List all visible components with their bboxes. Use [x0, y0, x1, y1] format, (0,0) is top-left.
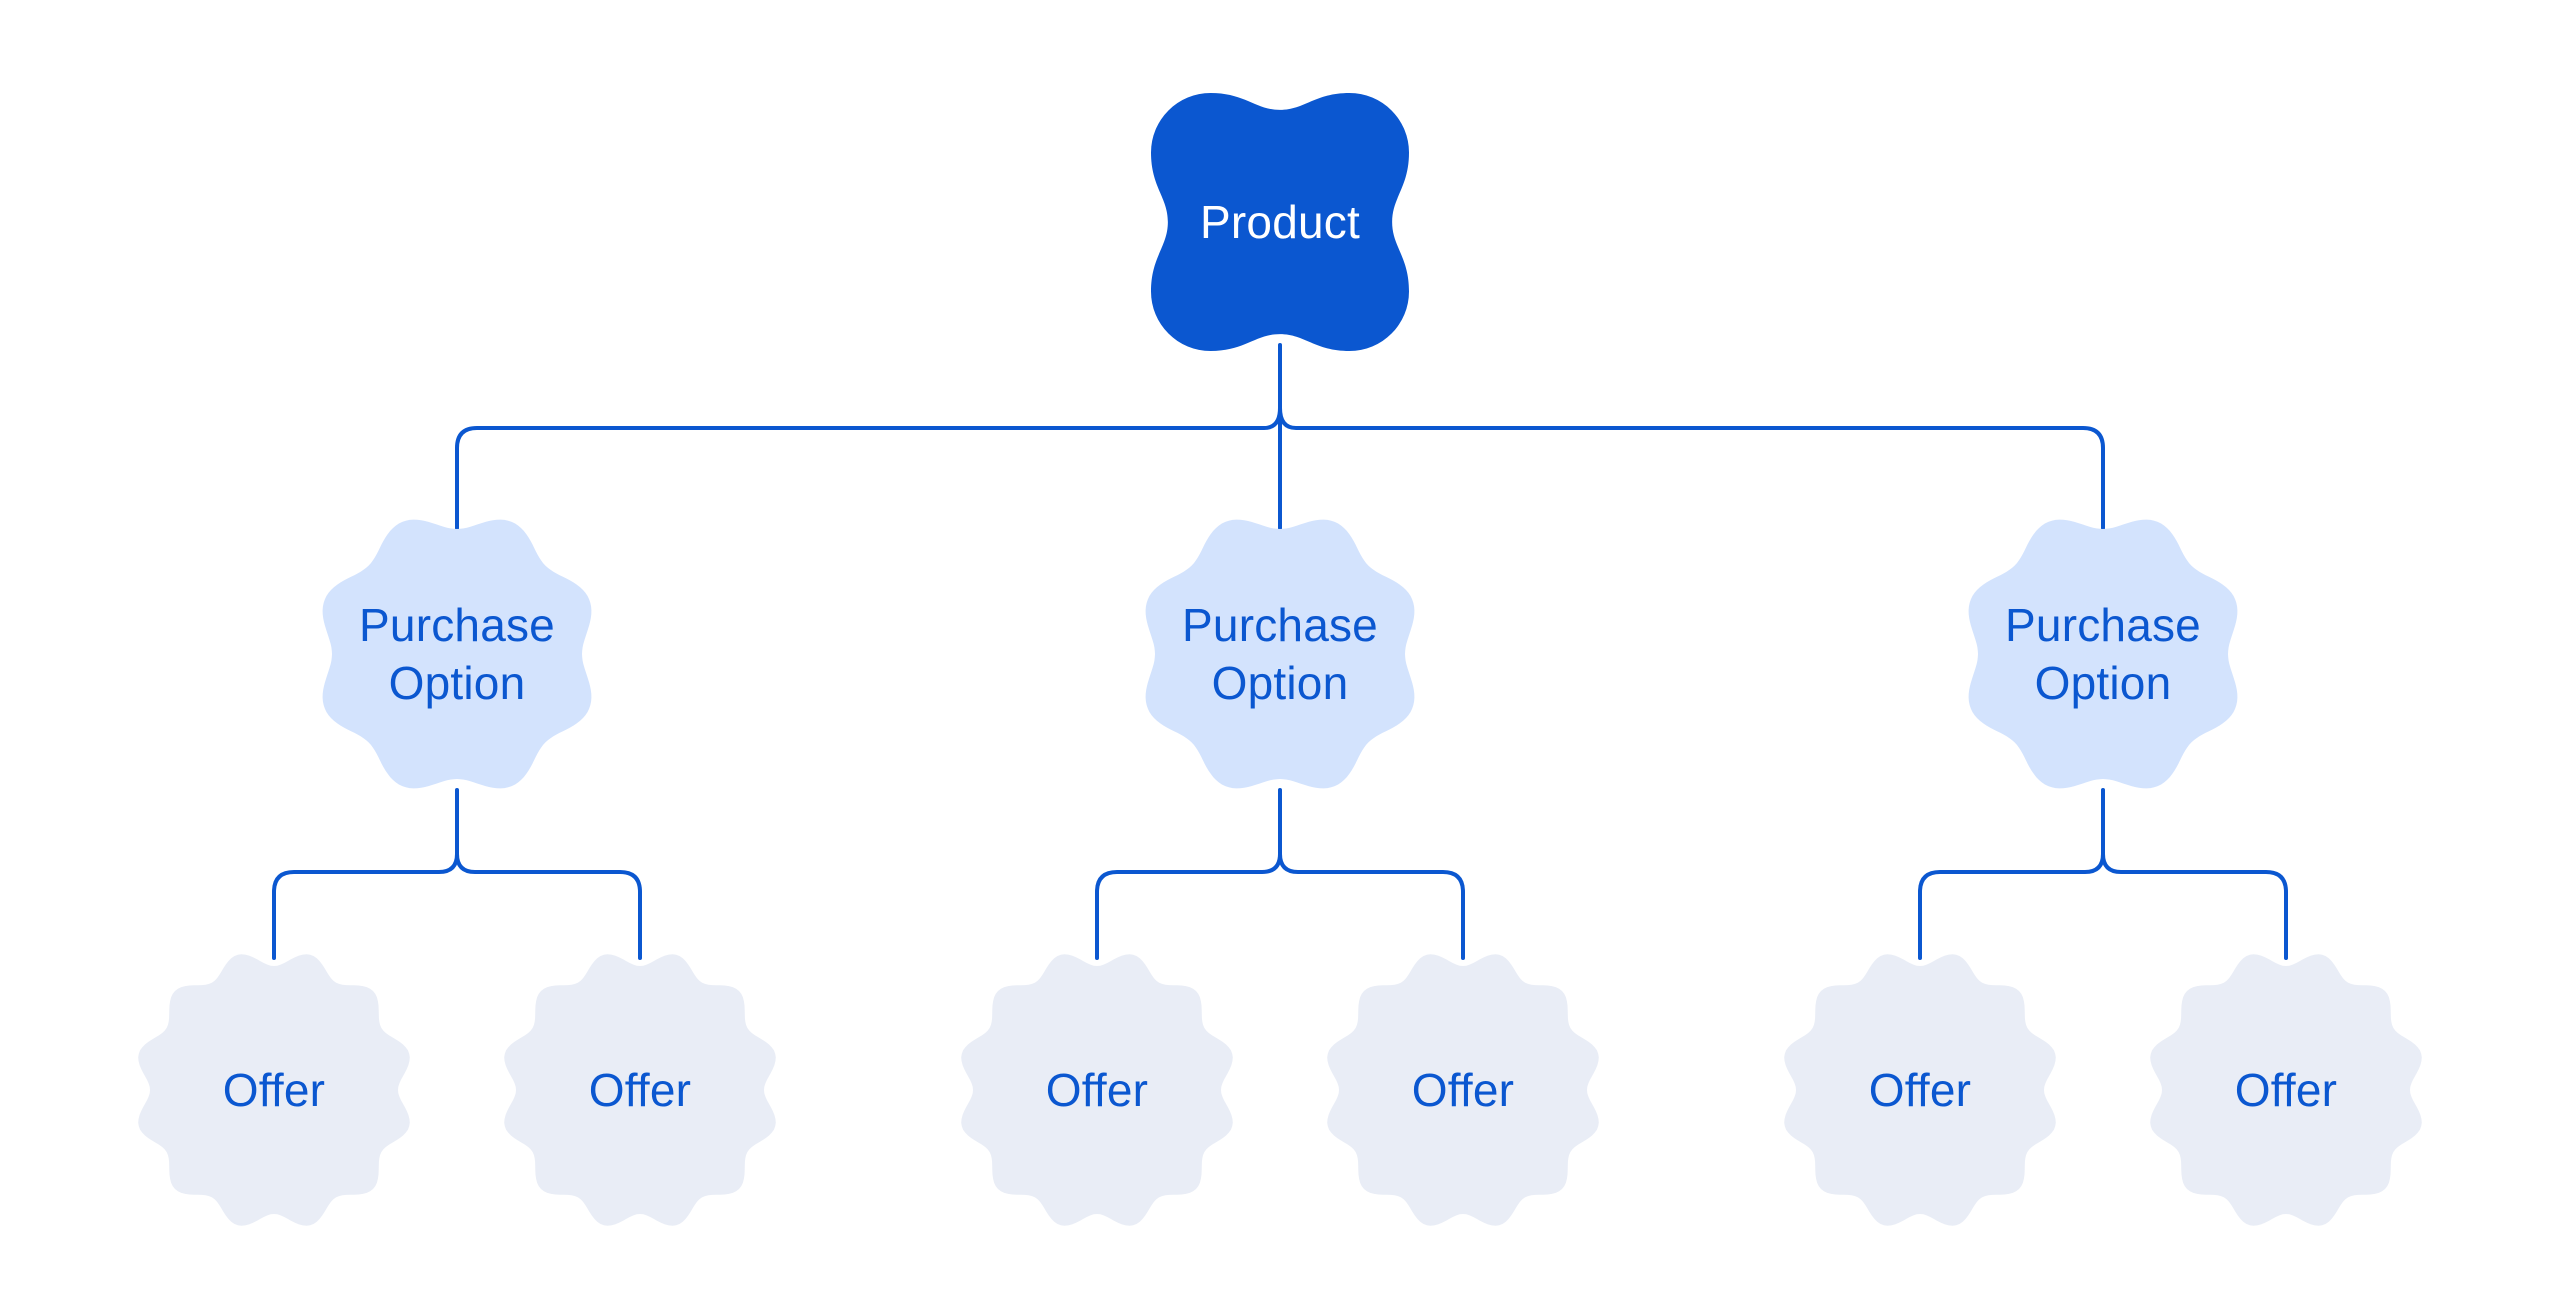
product-node: Product	[1151, 93, 1409, 351]
connector-path	[1095, 788, 1282, 960]
product-blob-shape	[1151, 93, 1409, 351]
offer-blob-shape	[138, 954, 410, 1226]
product-blob-outline	[1151, 93, 1409, 351]
connector-path	[272, 788, 459, 960]
offer-label: Offer	[2234, 1064, 2338, 1116]
offer-node: Offer	[2136, 940, 2436, 1240]
offer-blob-outline	[138, 954, 410, 1226]
connector-path	[455, 406, 1282, 542]
purchase-option-blob-shape	[1968, 519, 2238, 789]
offer-node: Offer	[124, 940, 424, 1240]
product-label: Product	[1200, 196, 1360, 248]
connector-path	[455, 852, 642, 960]
purchase-option-label: Purchase Option	[1182, 599, 1378, 709]
purchase-option-node: Purchase Option	[1953, 504, 2253, 804]
purchase-option-node: Purchase Option	[307, 504, 607, 804]
offer-label: Offer	[588, 1064, 692, 1116]
purchase-option-blob-outline	[1968, 519, 2238, 789]
offer-label: Offer	[1411, 1064, 1515, 1116]
offer-blob-shape	[961, 954, 1233, 1226]
offer-node: Offer	[1770, 940, 2070, 1240]
connector-path	[1918, 788, 2105, 960]
purchase-option-label: Purchase Option	[2005, 599, 2201, 709]
connector-path	[2101, 852, 2288, 960]
offer-label: Offer	[222, 1064, 326, 1116]
purchase-option-blob-shape	[322, 519, 592, 789]
offer-node: Offer	[1313, 940, 1613, 1240]
offer-blob-shape	[2150, 954, 2422, 1226]
connector-path	[1278, 852, 1465, 960]
purchase-option-blob-shape	[1145, 519, 1415, 789]
offer-label: Offer	[1868, 1064, 1972, 1116]
connector-path	[1278, 406, 2105, 542]
purchase-option-blob-outline	[322, 519, 592, 789]
offer-blob-shape	[504, 954, 776, 1226]
connector-paths	[272, 343, 2288, 960]
offer-blob-outline	[1327, 954, 1599, 1226]
offer-node: Offer	[947, 940, 1247, 1240]
purchase-option-node: Purchase Option	[1130, 504, 1430, 804]
offer-label: Offer	[1045, 1064, 1149, 1116]
offer-node: Offer	[490, 940, 790, 1240]
offer-blob-shape	[1327, 954, 1599, 1226]
offer-blob-outline	[961, 954, 1233, 1226]
offer-blob-shape	[1784, 954, 2056, 1226]
purchase-option-blob-outline	[1145, 519, 1415, 789]
purchase-option-label: Purchase Option	[359, 599, 555, 709]
offer-blob-outline	[2150, 954, 2422, 1226]
offer-blob-outline	[1784, 954, 2056, 1226]
offer-blob-outline	[504, 954, 776, 1226]
